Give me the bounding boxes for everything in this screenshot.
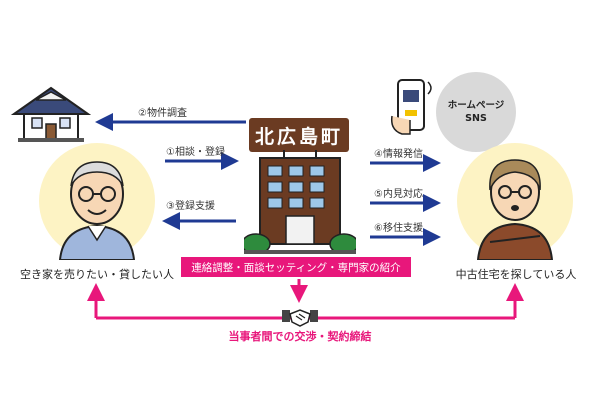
smartphone-icon: [390, 79, 432, 135]
negotiation-caption: 当事者間での交渉・契約締結: [228, 330, 372, 343]
town-sign: 北広島町: [249, 118, 349, 152]
step2-label: ②物件調査: [138, 108, 187, 119]
buyer-caption: 中古住宅を探している人: [455, 268, 577, 281]
step3-label: ③登録支援: [166, 201, 215, 212]
website-sns-bubble: ホームページ SNS: [436, 72, 516, 152]
step1-label: ①相談・登録: [166, 147, 225, 158]
bubble-line-1: ホームページ: [447, 100, 505, 111]
step4-label: ④情報発信: [374, 149, 423, 160]
seller-caption: 空き家を売りたい・貸したい人: [20, 268, 174, 281]
handshake-icon: [282, 309, 318, 327]
buyer-person-illustration: [457, 143, 573, 260]
seller-person-illustration: [39, 143, 155, 260]
town-office-building: [244, 150, 356, 254]
step6-label: ⑥移住支援: [374, 223, 423, 234]
house-icon: [10, 86, 92, 142]
bubble-line-2: SNS: [465, 113, 487, 124]
step5-label: ⑤内見対応: [374, 189, 423, 200]
coordination-band: 連絡調整・面談セッティング・専門家の紹介: [181, 257, 411, 277]
